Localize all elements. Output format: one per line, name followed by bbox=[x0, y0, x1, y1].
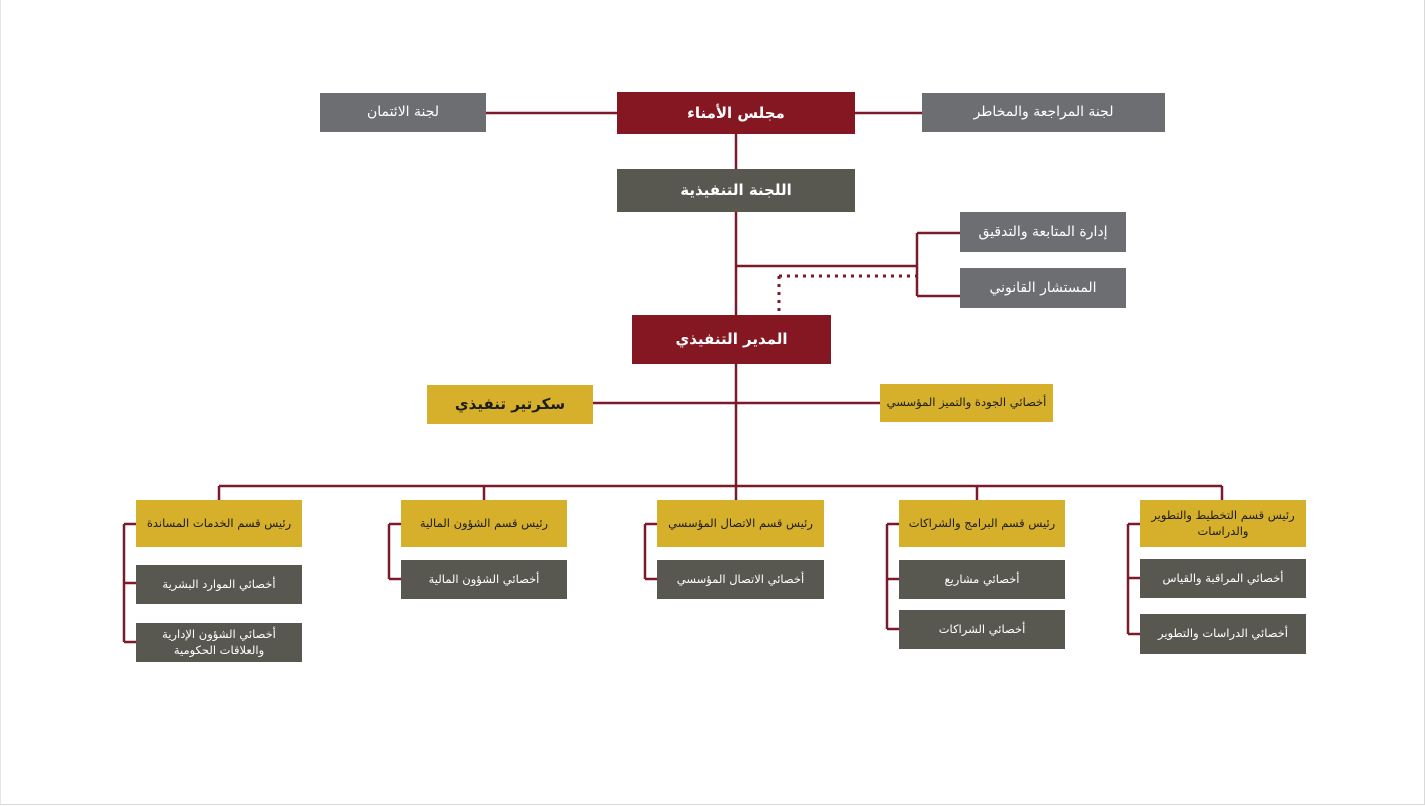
legal-advisor-box: المستشار القانوني bbox=[960, 268, 1126, 308]
specialist-label: أخصائي الشؤون المالية bbox=[428, 571, 540, 586]
dept-communication-head: رئيس قسم الاتصال المؤسسي bbox=[657, 500, 824, 547]
dept-head-label: رئيس قسم التخطيط والتطوير والدراسات bbox=[1151, 507, 1295, 538]
specialist-label: أخصائي الدراسات والتطوير bbox=[1158, 626, 1288, 641]
followup-audit-label: إدارة المتابعة والتدقيق bbox=[978, 223, 1108, 240]
specialist-label: أخصائي مشاريع bbox=[944, 571, 1020, 586]
dept-planning-head: رئيس قسم التخطيط والتطوير والدراسات bbox=[1140, 500, 1306, 547]
specialist-box: أخصائي الدراسات والتطوير bbox=[1140, 614, 1306, 654]
specialist-box: أخصائي الشؤون الإدارية والعلاقات الحكومي… bbox=[136, 623, 302, 662]
board-of-trustees-label: مجلس الأمناء bbox=[687, 103, 785, 122]
specialist-label: أخصائي الشراكات bbox=[938, 621, 1026, 636]
dept-support-services-head: رئيس قسم الخدمات المساندة bbox=[136, 500, 302, 547]
executive-director-box: المدير التنفيذي bbox=[632, 315, 831, 364]
specialist-box: أخصائي الشؤون المالية bbox=[401, 560, 567, 599]
executive-committee-box: اللجنة التنفيذية bbox=[617, 169, 855, 212]
specialist-box: أخصائي الموارد البشرية bbox=[136, 565, 302, 604]
dept-programs-head: رئيس قسم البرامج والشراكات bbox=[899, 500, 1065, 547]
specialist-label: أخصائي الاتصال المؤسسي bbox=[676, 571, 805, 586]
followup-audit-box: إدارة المتابعة والتدقيق bbox=[960, 212, 1126, 252]
trust-committee-box: لجنة الائتمان bbox=[320, 93, 486, 132]
specialist-box: أخصائي المراقبة والقياس bbox=[1140, 559, 1306, 598]
quality-specialist-box: أخصائي الجودة والتميز المؤسسي bbox=[880, 384, 1053, 422]
executive-committee-label: اللجنة التنفيذية bbox=[680, 181, 792, 200]
legal-advisor-label: المستشار القانوني bbox=[989, 279, 1097, 296]
specialist-box: أخصائي الاتصال المؤسسي bbox=[657, 560, 824, 599]
specialist-box: أخصائي الشراكات bbox=[899, 610, 1065, 649]
specialist-label: أخصائي المراقبة والقياس bbox=[1162, 570, 1284, 585]
board-of-trustees-box: مجلس الأمناء bbox=[617, 92, 855, 134]
audit-risk-committee-box: لجنة المراجعة والمخاطر bbox=[922, 93, 1165, 132]
dept-head-label: رئيس قسم الاتصال المؤسسي bbox=[668, 515, 813, 530]
quality-specialist-label: أخصائي الجودة والتميز المؤسسي bbox=[886, 395, 1047, 410]
trust-committee-label: لجنة الائتمان bbox=[366, 104, 440, 121]
dept-head-label: رئيس قسم الخدمات المساندة bbox=[146, 515, 292, 530]
specialist-label: أخصائي الشؤون الإدارية والعلاقات الحكومي… bbox=[162, 626, 276, 657]
audit-risk-committee-label: لجنة المراجعة والمخاطر bbox=[973, 104, 1114, 121]
dept-finance-head: رئيس قسم الشؤون المالية bbox=[401, 500, 567, 547]
specialist-box: أخصائي مشاريع bbox=[899, 560, 1065, 599]
executive-secretary-label: سكرتير تنفيذي bbox=[454, 395, 566, 414]
executive-director-label: المدير التنفيذي bbox=[675, 330, 788, 349]
specialist-label: أخصائي الموارد البشرية bbox=[162, 576, 276, 591]
dept-head-label: رئيس قسم الشؤون المالية bbox=[419, 515, 549, 530]
dept-head-label: رئيس قسم البرامج والشراكات bbox=[908, 515, 1056, 530]
executive-secretary-box: سكرتير تنفيذي bbox=[427, 385, 593, 424]
